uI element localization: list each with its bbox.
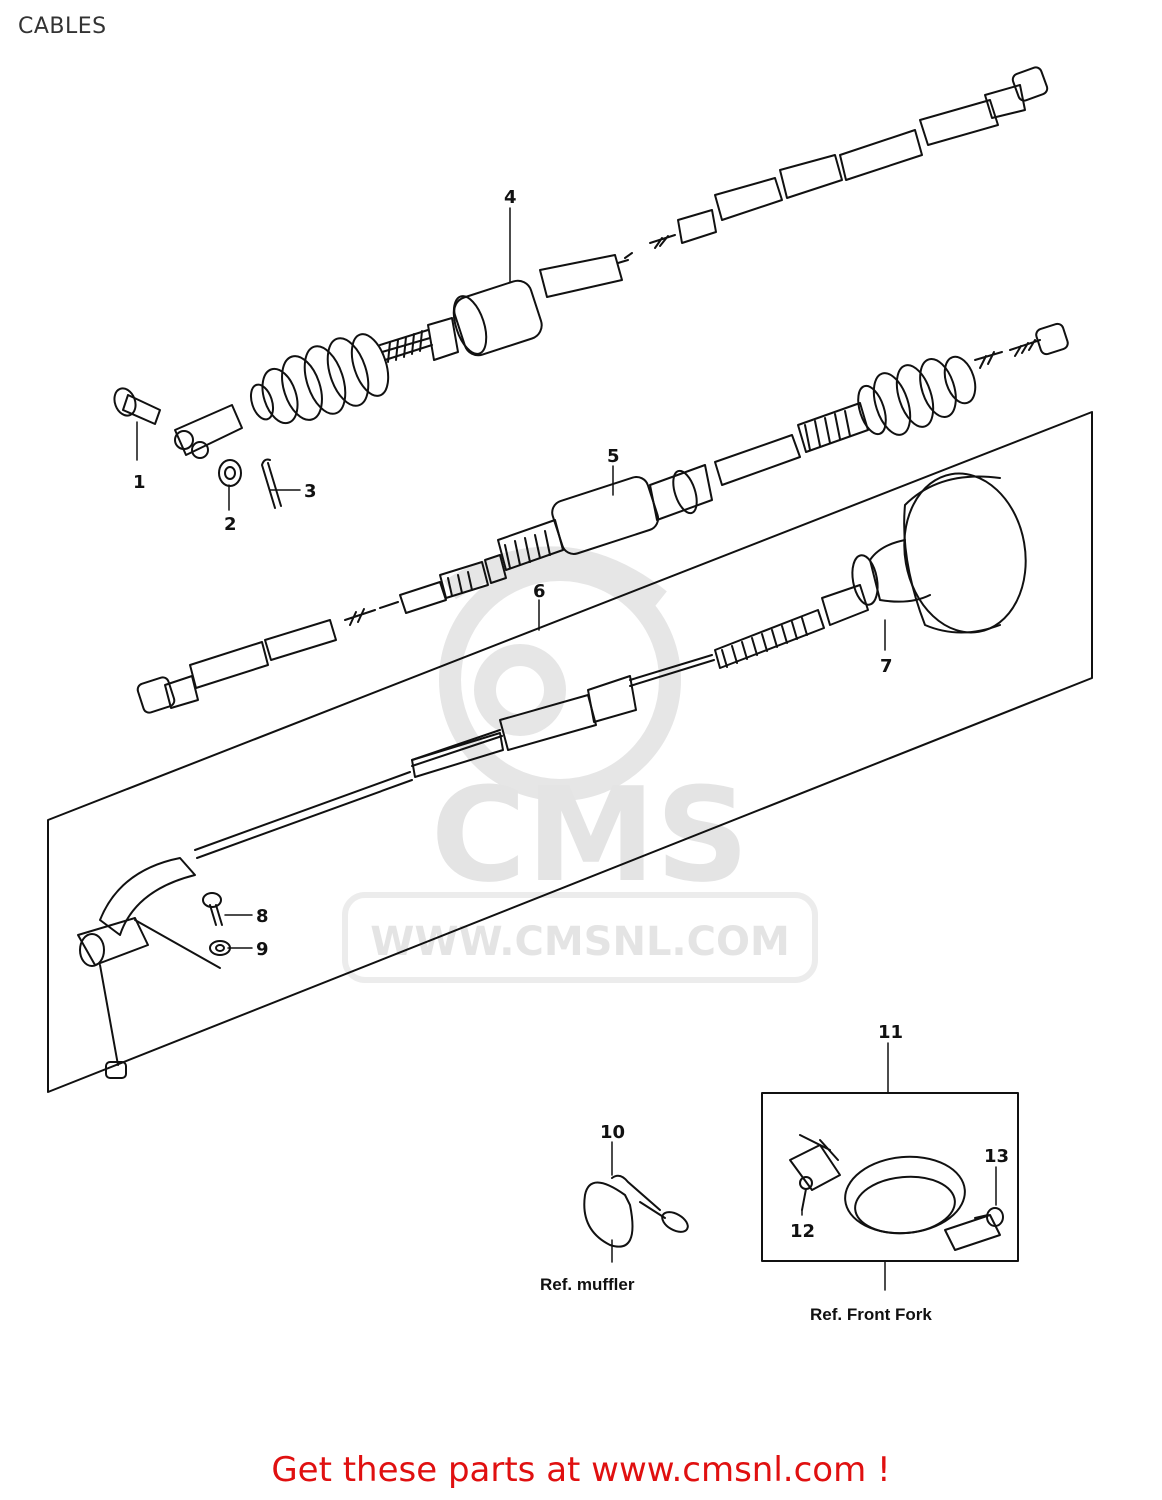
cable-5-assembly (136, 322, 1069, 714)
footer-cta: Get these parts at www.cmsnl.com ! (0, 1450, 1162, 1490)
callout-10: 10 (600, 1122, 625, 1143)
cotter-pin-part-3-icon (261, 458, 282, 509)
clamp-part-11-icon (789, 1134, 1001, 1251)
screw-part-8-icon (202, 892, 223, 926)
pin-part-1-icon (113, 387, 161, 425)
watermark-url: WWW.CMSNL.COM (370, 919, 790, 965)
callout-9: 9 (256, 939, 269, 960)
callout-1: 1 (133, 472, 146, 493)
callout-labels: 1 2 3 4 5 6 7 8 9 10 11 12 13 (133, 187, 1009, 1242)
cable-group-panel (47, 411, 1093, 1093)
watermark-brand: CMS (431, 759, 749, 911)
clamp-part-11-box (761, 1092, 1019, 1262)
callout-5: 5 (607, 446, 620, 467)
leader-lines (136, 207, 997, 1291)
screw-part-13-icon (974, 1207, 1004, 1227)
washer-part-9-icon (209, 940, 231, 956)
watermark: CMS WWW.CMSNL.COM (342, 546, 818, 983)
page-title: CABLES (18, 14, 107, 39)
callout-7: 7 (880, 656, 893, 677)
clip-part-10-icon (583, 1174, 689, 1248)
cable-4-assembly (174, 66, 1049, 459)
ref-muffler-label: Ref. muffler (540, 1275, 635, 1294)
callout-13: 13 (984, 1146, 1009, 1167)
callout-8: 8 (256, 906, 269, 927)
callout-6: 6 (533, 581, 546, 602)
screw-part-12-icon (799, 1176, 813, 1211)
cable-6-7-assembly (77, 472, 1027, 1079)
callout-2: 2 (224, 514, 237, 535)
callout-11: 11 (878, 1022, 903, 1043)
washer-part-2-icon (218, 459, 242, 487)
ref-front-fork-label: Ref. Front Fork (810, 1305, 932, 1324)
watermark-mascot-icon (439, 546, 681, 801)
cta-link[interactable]: Get these parts at www.cmsnl.com ! (271, 1450, 891, 1490)
callout-4: 4 (504, 187, 517, 208)
callout-3: 3 (304, 481, 317, 502)
callout-12: 12 (790, 1221, 815, 1242)
